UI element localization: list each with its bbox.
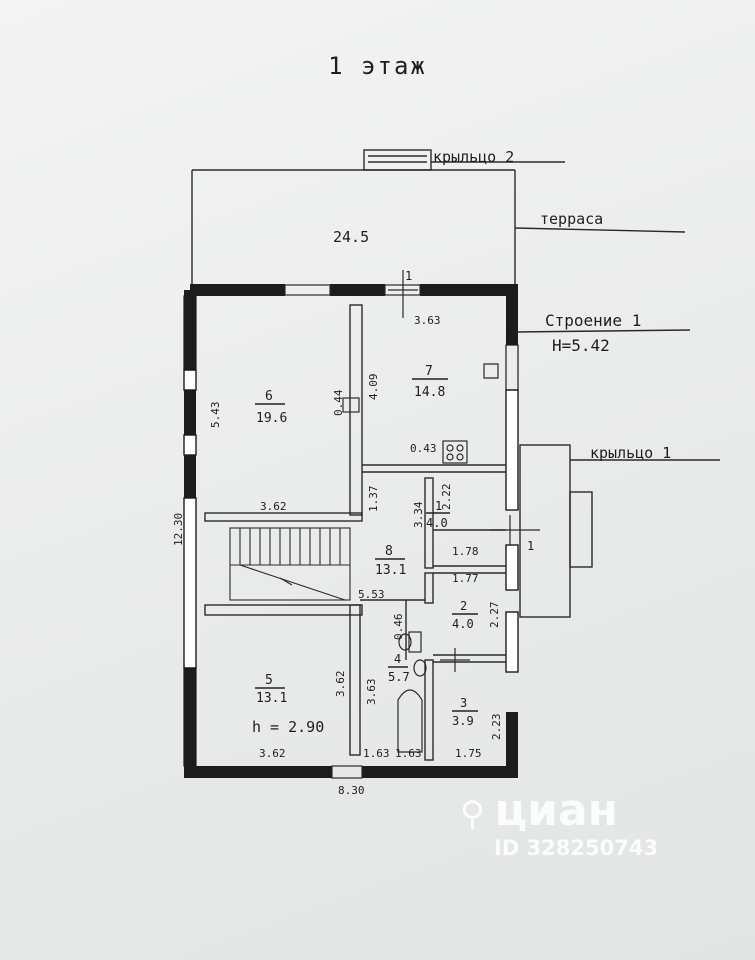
room-4-area: 5.7 <box>388 670 410 684</box>
staircase <box>229 527 351 601</box>
page-title: 1 этаж <box>328 52 427 80</box>
room-1-area: 4.0 <box>426 516 448 530</box>
axis-mark-right: 1 <box>527 539 534 553</box>
dim-0-46: 0.46 <box>392 614 405 641</box>
dim-8-30: 8.30 <box>338 784 365 797</box>
dim-5-43: 5.43 <box>209 402 222 429</box>
window-right-1 <box>505 344 519 391</box>
dim-1-78: 1.78 <box>452 545 479 558</box>
label-building-height: H=5.42 <box>552 336 610 355</box>
room-3-area: 3.9 <box>452 714 474 728</box>
shower <box>397 689 423 753</box>
dim-1-75: 1.75 <box>455 747 482 760</box>
room-7-area: 14.8 <box>414 385 445 400</box>
dim-1-63-left: 1.63 <box>395 747 422 760</box>
label-porch1: крыльцо 1 <box>590 444 671 462</box>
dim-3-63-top: 3.63 <box>414 314 441 327</box>
right-wall-segment-3 <box>505 611 519 673</box>
dim-3-34: 3.34 <box>412 501 425 528</box>
room-7-number: 7 <box>425 364 433 379</box>
room-8-number: 8 <box>385 544 393 559</box>
window-bottom <box>331 765 363 779</box>
room-5-number: 5 <box>265 673 273 688</box>
room-3-number: 3 <box>460 696 467 710</box>
dim-3-62-upper: 3.62 <box>260 500 287 513</box>
room-5-area: 13.1 <box>256 691 287 706</box>
leader-building <box>514 329 691 333</box>
room-2-number: 2 <box>460 599 467 613</box>
porch1-platform <box>519 444 571 618</box>
dim-2-23: 2.23 <box>490 714 503 741</box>
exterior-walls <box>184 284 518 778</box>
window-left-2 <box>183 667 197 767</box>
sink <box>483 363 499 379</box>
room-8-area: 13.1 <box>375 563 406 578</box>
dim-4-09: 4.09 <box>367 374 380 401</box>
dim-0-43: 0.43 <box>410 442 437 455</box>
porch1-steps <box>569 491 593 568</box>
label-terrace: терраса <box>540 210 603 228</box>
chimney <box>342 397 360 413</box>
dim-1-77: 1.77 <box>452 572 479 585</box>
toilet <box>398 633 412 651</box>
dim-2-22: 2.22 <box>440 484 453 511</box>
watermark-brand: циан <box>494 785 619 836</box>
label-porch2: крыльцо 2 <box>433 148 514 166</box>
label-building: Строение 1 <box>545 311 641 330</box>
terrace-area: 24.5 <box>333 228 369 246</box>
left-wall-segment <box>183 497 197 669</box>
dim-2-27: 2.27 <box>488 602 501 629</box>
dim-12-30: 12.30 <box>172 513 185 546</box>
dim-5-53: 5.53 <box>358 588 385 601</box>
room-2-area: 4.0 <box>452 617 474 631</box>
right-wall-segment-2 <box>505 544 519 591</box>
leader-terrace <box>514 227 686 233</box>
right-wall-segment-1 <box>505 389 519 511</box>
dim-1-37: 1.37 <box>367 486 380 513</box>
porch2-steps <box>363 149 432 171</box>
watermark-pin-icon: ⚲ <box>460 794 485 834</box>
left-wall-pier-1 <box>183 369 197 391</box>
window-left-1 <box>183 295 197 371</box>
dim-1-63-right: 1.63 <box>363 747 390 760</box>
dim-3-62-lower: 3.62 <box>334 671 347 698</box>
stove <box>442 440 468 464</box>
dim-0-44: 0.44 <box>332 389 345 416</box>
room-6-area: 19.6 <box>256 411 287 426</box>
watermark-id: ID 328250743 <box>494 836 659 860</box>
room-height: h = 2.90 <box>252 718 324 736</box>
window-top-1 <box>284 284 331 296</box>
axis-mark-top: 1 <box>405 269 412 283</box>
left-wall-pier-2 <box>183 434 197 456</box>
watermark: ⚲ циан ID 328250743 <box>460 785 658 860</box>
room-6-number: 6 <box>265 389 273 404</box>
dim-3-62-bottom: 3.62 <box>259 747 286 760</box>
dim-3-63-lower: 3.63 <box>365 679 378 706</box>
room-1-number: 1 <box>435 499 442 513</box>
room-4-number: 4 <box>394 652 401 666</box>
